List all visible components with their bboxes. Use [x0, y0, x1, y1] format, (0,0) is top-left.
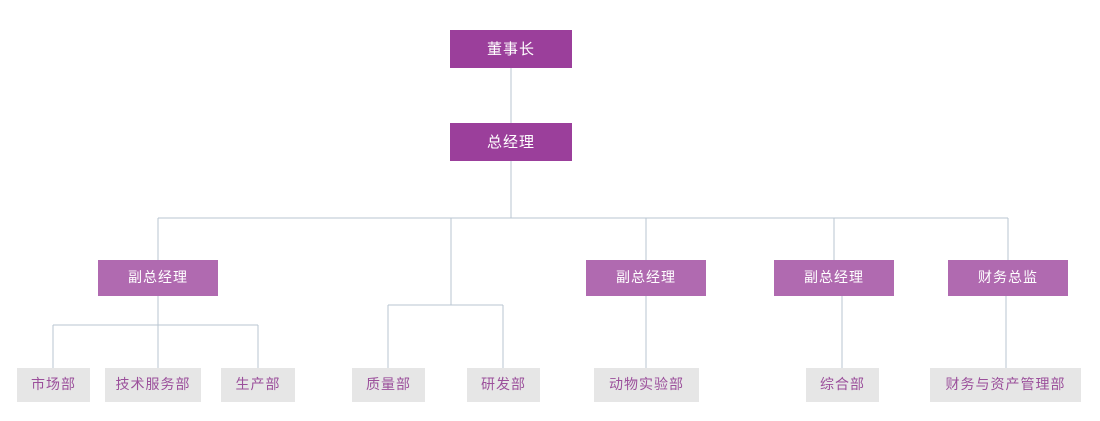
node-chairman[interactable]: 董事长 — [450, 30, 572, 68]
node-department-market-label: 市场部 — [31, 377, 76, 393]
node-department-technical-service[interactable]: 技术服务部 — [105, 368, 201, 402]
node-cfo[interactable]: 财务总监 — [948, 260, 1068, 296]
node-vice-president-3-label: 副总经理 — [804, 270, 864, 286]
node-department-quality-label: 质量部 — [366, 377, 411, 393]
node-vice-president-1-label: 副总经理 — [128, 270, 188, 286]
node-department-general-affairs-label: 综合部 — [820, 377, 865, 393]
node-cfo-label: 财务总监 — [978, 270, 1038, 286]
node-department-rnd-label: 研发部 — [481, 377, 526, 393]
node-department-market[interactable]: 市场部 — [17, 368, 90, 402]
node-general-manager[interactable]: 总经理 — [450, 123, 572, 161]
node-department-general-affairs[interactable]: 综合部 — [806, 368, 879, 402]
node-general-manager-label: 总经理 — [486, 132, 535, 151]
node-department-animal-lab[interactable]: 动物实验部 — [594, 368, 699, 402]
node-department-animal-lab-label: 动物实验部 — [609, 377, 684, 393]
node-department-technical-service-label: 技术服务部 — [115, 377, 191, 393]
node-department-quality[interactable]: 质量部 — [352, 368, 425, 402]
node-department-production-label: 生产部 — [235, 377, 281, 393]
node-vice-president-1[interactable]: 副总经理 — [98, 260, 218, 296]
node-chairman-label: 董事长 — [486, 39, 535, 58]
node-department-production[interactable]: 生产部 — [221, 368, 295, 402]
node-vice-president-2-label: 副总经理 — [616, 270, 676, 286]
node-department-rnd[interactable]: 研发部 — [467, 368, 540, 402]
node-vice-president-2[interactable]: 副总经理 — [586, 260, 706, 296]
node-vice-president-3[interactable]: 副总经理 — [774, 260, 894, 296]
node-department-finance-asset-management[interactable]: 财务与资产管理部 — [930, 368, 1081, 402]
node-department-finance-asset-management-label: 财务与资产管理部 — [945, 377, 1066, 393]
